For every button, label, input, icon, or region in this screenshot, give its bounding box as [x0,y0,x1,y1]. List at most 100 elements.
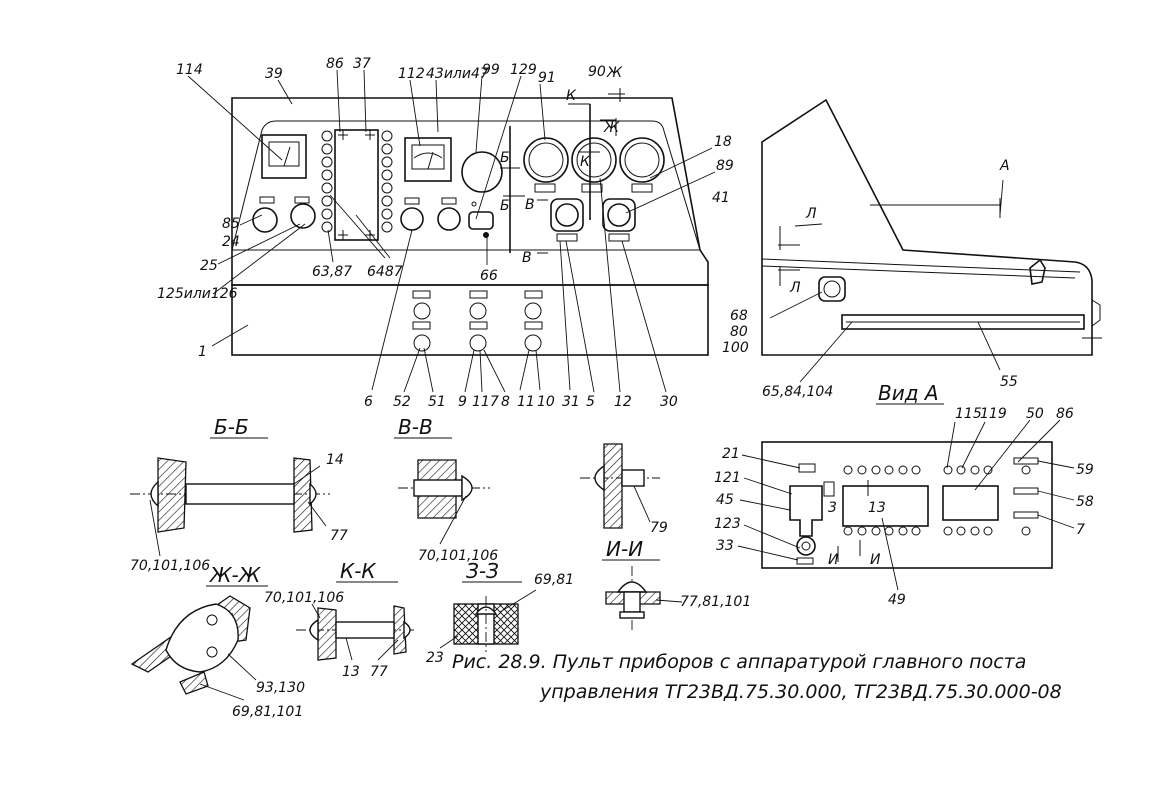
label-70-101-106-kk: 70,101,106 [264,590,344,606]
label-77-81-101: 77,81,101 [680,594,751,610]
side-leaders [769,179,1004,383]
label-80: 80 [730,324,748,340]
label-100: 100 [722,340,749,356]
front-view-labels: 114 39 86 37 112 43или47 99 129 91 90 Ж … [157,56,734,410]
view-a-leaders [737,419,1075,591]
label-43-or-47: 43или47 [426,66,489,82]
label-112: 112 [398,66,425,82]
label-58: 58 [1076,494,1094,510]
label-5: 5 [586,394,595,410]
label-52: 52 [393,394,411,410]
label-90: 90 [588,64,606,80]
label-11: 11 [517,394,535,410]
label-v-top: В [525,197,535,213]
label-8: 8 [501,394,510,410]
label-86: 86 [326,56,344,72]
label-1: 1 [198,344,207,360]
label-i-right: И [870,552,881,568]
label-70-101-106-bb: 70,101,106 [130,558,210,574]
section-bb: Б-Б 14 77 70,101,106 [130,415,348,574]
label-49: 49 [888,592,906,608]
label-13-view-a: 13 [868,500,886,516]
label-93-130: 93,130 [256,680,305,696]
label-b-bottom: Б [500,198,510,214]
label-3: 3 [828,500,837,516]
label-129: 129 [510,62,537,78]
section-ii: И-И 77,81,101 [602,537,751,632]
view-a-labels: 115 119 50 86 21 121 45 123 33 59 58 7 4… [714,406,1094,608]
label-41: 41 [712,190,730,206]
label-l-bottom: Л [789,280,801,296]
label-68: 68 [730,308,748,324]
side-view-labels: А Л Л 68 80 100 65,84,104 55 [722,158,1018,400]
label-50: 50 [1026,406,1044,422]
view-a-title: Вид А [878,381,939,405]
section-kk: К-К 70,101,106 13 77 [264,559,416,680]
section-vv: В-В 70,101,106 [394,415,498,564]
label-77-kk: 77 [370,664,388,680]
label-b-top: Б [500,150,510,166]
section-zhzh: Ж-Ж 93,130 69,81,101 [130,563,305,720]
label-125-or-126: 125или126 [157,286,238,302]
side-view [761,98,1102,356]
label-69-81-101: 69,81,101 [232,704,303,720]
label-39: 39 [265,66,283,82]
label-91: 91 [538,70,556,86]
label-9: 9 [458,394,467,410]
label-85: 85 [222,216,240,232]
label-63-87: 63,87 [312,264,352,280]
label-10: 10 [537,394,555,410]
label-70-101-106-vv: 70,101,106 [418,548,498,564]
caption-line-1: Рис. 28.9. Пульт приборов с аппаратурой … [452,651,1026,673]
section-bb-title: Б-Б [214,415,249,439]
label-99: 99 [482,62,500,78]
section-zz: З-З 69,81 23 [426,559,574,666]
label-55: 55 [1000,374,1018,390]
label-k-top: К [566,88,577,104]
section-ii-title: И-И [606,537,643,561]
label-zh-top: Ж [606,65,623,81]
label-115: 115 [955,406,982,422]
label-24: 24 [222,234,240,250]
section-zz-title: З-З [466,559,499,583]
label-i-left: И [828,552,839,568]
label-18: 18 [714,134,732,150]
label-7: 7 [1076,522,1085,538]
label-l-top: Л [805,206,817,222]
label-k-mid: К [580,154,591,170]
label-59: 59 [1076,462,1094,478]
label-a: А [999,158,1010,174]
view-a: Вид А [761,381,1053,569]
label-30: 30 [660,394,678,410]
label-zh-right: Ж [603,120,620,136]
label-v-bottom: В [522,250,532,266]
label-45: 45 [716,492,734,508]
label-37: 37 [353,56,371,72]
label-31: 31 [562,394,580,410]
caption-line-2: управления ТГ23ВД.75.30.000, ТГ23ВД.75.3… [539,681,1062,703]
label-65-84-104: 65,84,104 [762,384,833,400]
label-117: 117 [472,394,499,410]
label-21: 21 [722,446,740,462]
label-51: 51 [428,394,446,410]
figure-caption: Рис. 28.9. Пульт приборов с аппаратурой … [452,651,1062,703]
label-33: 33 [716,538,734,554]
label-6487: 6487 [367,264,403,280]
label-25: 25 [200,258,218,274]
label-114: 114 [176,62,203,78]
front-leaders [187,69,716,393]
section-vv-title: В-В [398,415,433,439]
front-view [231,88,709,356]
section-79: 79 [580,443,668,536]
label-77-bb: 77 [330,528,348,544]
label-89: 89 [716,158,734,174]
label-14: 14 [326,452,344,468]
label-69-81: 69,81 [534,572,574,588]
label-66: 66 [480,268,498,284]
label-12: 12 [614,394,632,410]
label-23: 23 [426,650,444,666]
label-123: 123 [714,516,741,532]
label-6: 6 [364,394,373,410]
label-13-kk: 13 [342,664,360,680]
